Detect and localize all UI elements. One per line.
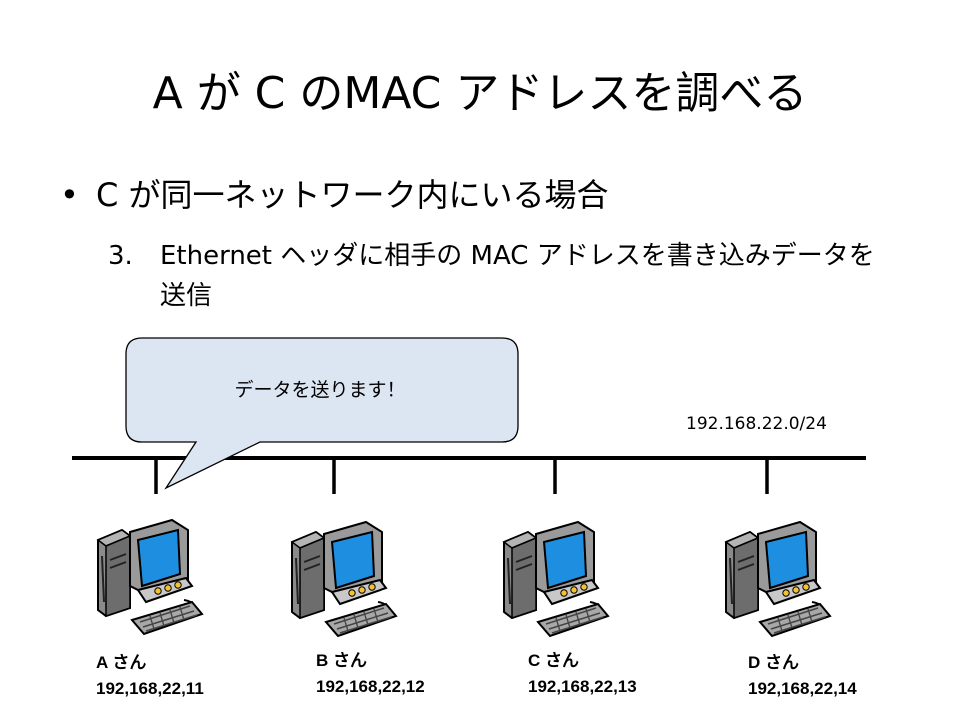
computer-icon-d [725,521,831,637]
host-ip: 192,168,22,11 [96,679,204,698]
sub-item-text: Ethernet ヘッダに相手の MAC アドレスを書き込みデータを送信 [160,241,875,311]
host-ip: 192,168,22,14 [748,679,857,698]
computer-icon-b [291,521,397,637]
host-ip: 192,168,22,12 [316,677,425,696]
bullet-item: • C が同一ネットワーク内にいる場合 [60,172,609,218]
host-ip: 192,168,22,13 [528,677,637,696]
speech-bubble [125,337,519,490]
host-label-d: D さん 192,168,22,14 [748,650,857,702]
slide-title: A が C のMAC アドレスを調べる [152,68,808,119]
computer-icon-c [503,521,609,637]
sub-item-number: 3. [108,241,133,271]
host-name: A さん [96,653,147,672]
host-name: D さん [748,653,799,672]
bullet-dot: • [60,176,79,214]
host-label-b: B さん 192,168,22,12 [316,648,425,700]
speech-bubble-text: データを送ります！ [234,379,406,401]
host-name: C さん [528,651,579,670]
host-name: B さん [316,651,367,670]
bullet-text: C が同一ネットワーク内にいる場合 [96,176,609,214]
host-label-a: A さん 192,168,22,11 [96,650,204,702]
computer-icon-a [97,519,203,635]
network-address: 192.168.22.0/24 [686,414,827,434]
host-label-c: C さん 192,168,22,13 [528,648,637,700]
